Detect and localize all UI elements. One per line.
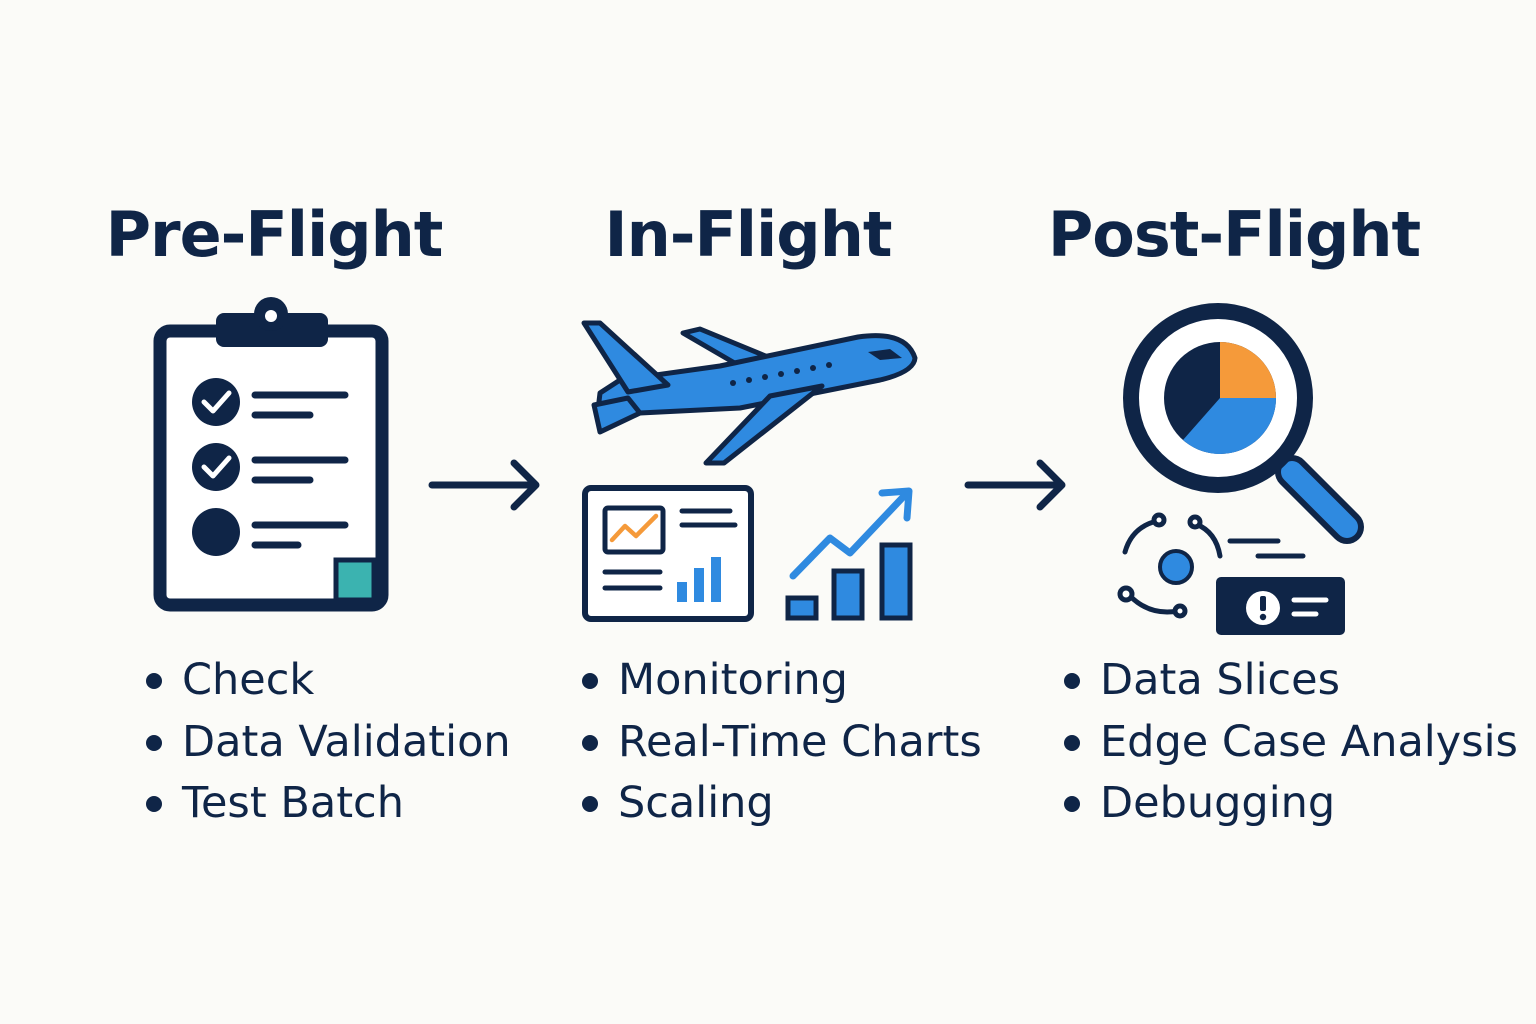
debug-cycle-icon bbox=[1117, 512, 1223, 619]
bullet-icon bbox=[146, 796, 162, 812]
dashboard-panel-icon bbox=[582, 485, 754, 622]
list-item-label: Test Batch bbox=[182, 778, 404, 828]
checked-item-icon bbox=[192, 378, 240, 426]
list-item-label: Check bbox=[182, 655, 315, 705]
list-item-label: Data Validation bbox=[182, 716, 511, 767]
list-item: Check bbox=[144, 650, 511, 712]
bullet-icon bbox=[1064, 796, 1080, 812]
list-item-label: Data Slices bbox=[1100, 655, 1341, 705]
arrow-right-icon bbox=[428, 459, 540, 511]
bullet-icon bbox=[146, 734, 162, 751]
bullet-icon bbox=[582, 796, 598, 812]
list-item: Debugging bbox=[1062, 773, 1518, 835]
post-flight-list: Data Slices Edge Case Analysis Debugging bbox=[1062, 650, 1518, 835]
list-item: Test Batch bbox=[144, 773, 511, 835]
bullet-icon bbox=[1064, 673, 1080, 689]
pre-flight-list: Check Data Validation Test Batch bbox=[144, 650, 511, 835]
checked-item-icon bbox=[192, 443, 240, 491]
list-item: Real-Time Charts bbox=[580, 712, 982, 774]
in-flight-title: In-Flight bbox=[604, 198, 893, 271]
bullet-icon bbox=[582, 673, 598, 689]
pre-flight-title: Pre-Flight bbox=[105, 198, 444, 271]
post-flight-title: Post-Flight bbox=[1047, 198, 1421, 271]
airplane-icon bbox=[581, 320, 918, 466]
magnifier-pie-chart-icon bbox=[1123, 303, 1364, 544]
unchecked-item-icon bbox=[192, 508, 240, 556]
list-item: Edge Case Analysis bbox=[1062, 712, 1518, 774]
clipboard-checklist-icon bbox=[153, 297, 389, 612]
in-flight-list: Monitoring Real-Time Charts Scaling bbox=[580, 650, 982, 835]
arrow-right-icon bbox=[964, 459, 1066, 511]
list-item: Monitoring bbox=[580, 650, 982, 712]
list-item: Data Slices bbox=[1062, 650, 1518, 712]
list-item: Data Validation bbox=[144, 712, 511, 774]
bullet-icon bbox=[1064, 734, 1080, 751]
list-item-label: Edge Case Analysis bbox=[1100, 716, 1518, 767]
alert-card-icon bbox=[1216, 538, 1345, 635]
list-item-label: Monitoring bbox=[618, 655, 848, 705]
list-item-label: Debugging bbox=[1100, 778, 1336, 828]
bullet-icon bbox=[582, 734, 598, 751]
bullet-icon bbox=[146, 673, 162, 689]
list-item-label: Scaling bbox=[618, 778, 774, 828]
pie-chart-icon bbox=[1164, 342, 1276, 454]
list-item-label: Real-Time Charts bbox=[618, 716, 982, 767]
growth-chart-icon bbox=[785, 487, 913, 621]
list-item: Scaling bbox=[580, 773, 982, 835]
